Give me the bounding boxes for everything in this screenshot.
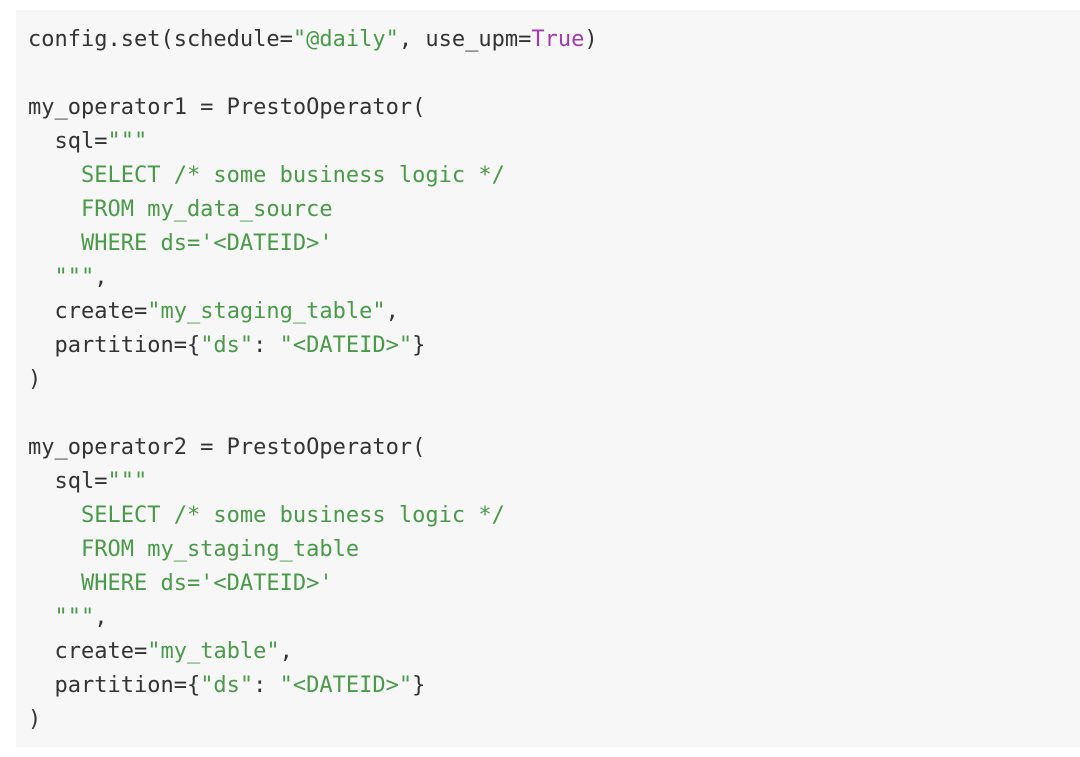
code-token: partition={ <box>28 673 201 698</box>
code-token: : <box>253 333 280 358</box>
code-line: create="my_table", <box>28 635 1080 669</box>
code-token: partition={ <box>28 333 201 358</box>
code-snippet-panel: config.set(schedule="@daily", use_upm=Tr… <box>16 10 1080 747</box>
code-token: sql= <box>28 129 108 154</box>
code-token: } <box>412 673 426 698</box>
code-string-token: """ <box>107 129 148 154</box>
code-token: sql= <box>28 469 108 494</box>
code-line: """, <box>28 261 1080 295</box>
code-line: sql=""" <box>28 125 1080 159</box>
code-line <box>28 57 1080 91</box>
code-string-token: WHERE ds='<DATEID>' <box>28 231 333 256</box>
code-line: partition={"ds": "<DATEID>"} <box>28 669 1080 703</box>
code-string-token: "<DATEID>" <box>279 673 413 698</box>
code-line: ) <box>28 703 1080 737</box>
code-line: """, <box>28 601 1080 635</box>
code-token: } <box>412 333 426 358</box>
code-line: partition={"ds": "<DATEID>"} <box>28 329 1080 363</box>
code-line: sql=""" <box>28 465 1080 499</box>
code-line: create="my_staging_table", <box>28 295 1080 329</box>
code-token: config.set(schedule= <box>28 27 293 52</box>
code-line: SELECT /* some business logic */ <box>28 159 1080 193</box>
code-string-token: WHERE ds='<DATEID>' <box>28 571 333 596</box>
code-line: config.set(schedule="@daily", use_upm=Tr… <box>28 23 1080 57</box>
code-string-token: SELECT /* some business logic */ <box>28 163 505 188</box>
code-token: , use_upm= <box>398 27 532 52</box>
code-line <box>28 397 1080 431</box>
code-token: ) <box>28 707 42 732</box>
code-line: WHERE ds='<DATEID>' <box>28 567 1080 601</box>
code-token: ) <box>584 27 598 52</box>
code-line: FROM my_staging_table <box>28 533 1080 567</box>
code-line: my_operator1 = PrestoOperator( <box>28 91 1080 125</box>
code-line: ) <box>28 363 1080 397</box>
code-string-token: "@daily" <box>292 27 399 52</box>
code-token: create= <box>28 639 148 664</box>
code-string-token: """ <box>28 265 95 290</box>
code-string-token: "<DATEID>" <box>279 333 413 358</box>
code-line: FROM my_data_source <box>28 193 1080 227</box>
code-line: SELECT /* some business logic */ <box>28 499 1080 533</box>
code-token: , <box>94 265 108 290</box>
code-token: my_operator1 = PrestoOperator( <box>28 95 426 120</box>
code-string-token: """ <box>107 469 148 494</box>
code-token: , <box>385 299 399 324</box>
code-line: my_operator2 = PrestoOperator( <box>28 431 1080 465</box>
code-keyword-token: True <box>531 27 585 52</box>
code-token: my_operator2 = PrestoOperator( <box>28 435 426 460</box>
code-token: , <box>94 605 108 630</box>
code-string-token: SELECT /* some business logic */ <box>28 503 505 528</box>
code-string-token: "my_table" <box>147 639 280 664</box>
code-token: , <box>279 639 293 664</box>
code-string-token: "my_staging_table" <box>147 299 386 324</box>
code-string-token: "ds" <box>200 333 254 358</box>
code-block: config.set(schedule="@daily", use_upm=Tr… <box>28 23 1080 737</box>
code-string-token: FROM my_staging_table <box>28 537 360 562</box>
code-token: create= <box>28 299 148 324</box>
code-token: : <box>253 673 280 698</box>
code-string-token: """ <box>28 605 95 630</box>
code-line: WHERE ds='<DATEID>' <box>28 227 1080 261</box>
code-token: ) <box>28 367 42 392</box>
code-string-token: FROM my_data_source <box>28 197 333 222</box>
code-string-token: "ds" <box>200 673 254 698</box>
